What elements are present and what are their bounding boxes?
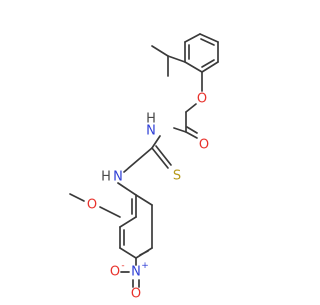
double-bond bbox=[186, 126, 198, 134]
bond bbox=[167, 55, 186, 63]
amide-oxygen-label: O bbox=[199, 138, 209, 153]
nitro-oxygen-left-charge: - bbox=[121, 261, 124, 271]
amide-nh: N H bbox=[146, 112, 187, 149]
methoxy-group: O bbox=[69, 193, 121, 218]
thiourea-nitrogen-label: N bbox=[113, 170, 123, 185]
bond bbox=[185, 131, 198, 139]
bond bbox=[99, 206, 121, 218]
bond bbox=[69, 193, 85, 202]
nitrophenyl-ring bbox=[119, 194, 153, 259]
double-bond-inner bbox=[200, 38, 215, 46]
amide-nitrogen-label: N bbox=[146, 124, 156, 139]
isopropylphenyl-ring bbox=[184, 33, 219, 73]
thiourea-hydrogen-label: H bbox=[101, 170, 111, 185]
amide-hydrogen-label: H bbox=[146, 112, 156, 127]
molecule-canvas: O O N H S N H bbox=[69, 33, 219, 302]
nitro-group: N + O - O bbox=[110, 257, 149, 302]
bond bbox=[185, 103, 197, 113]
bond bbox=[173, 127, 187, 133]
bond bbox=[151, 147, 169, 169]
bond bbox=[119, 247, 137, 259]
bond bbox=[135, 194, 153, 206]
molecule-structure: O O N H S N H bbox=[69, 33, 219, 302]
isopropyl-group bbox=[151, 45, 186, 77]
ether-oxygen-label: O bbox=[197, 92, 207, 107]
bond bbox=[199, 33, 219, 43]
bond bbox=[151, 135, 161, 149]
bond bbox=[151, 45, 169, 57]
bond bbox=[201, 61, 219, 73]
ether-linkage: O bbox=[185, 71, 207, 133]
amide-carbonyl: O bbox=[185, 126, 209, 153]
nitro-oxygen-left-label: O bbox=[110, 265, 120, 280]
double-bond bbox=[155, 145, 172, 166]
nitro-nitrogen-charge: + bbox=[141, 261, 149, 271]
sulfur-label: S bbox=[173, 169, 181, 184]
thiourea-group: S N H bbox=[101, 145, 181, 196]
methoxy-oxygen-label: O bbox=[87, 198, 97, 213]
nitro-oxygen-bottom-label: O bbox=[131, 287, 141, 301]
bond bbox=[117, 182, 137, 196]
double-bond-inner bbox=[139, 250, 149, 256]
bond bbox=[184, 33, 201, 43]
bond bbox=[123, 147, 153, 173]
double-bond-inner bbox=[201, 59, 215, 68]
bond bbox=[119, 216, 137, 228]
bond bbox=[184, 61, 203, 73]
nitro-nitrogen-label: N bbox=[131, 265, 141, 280]
